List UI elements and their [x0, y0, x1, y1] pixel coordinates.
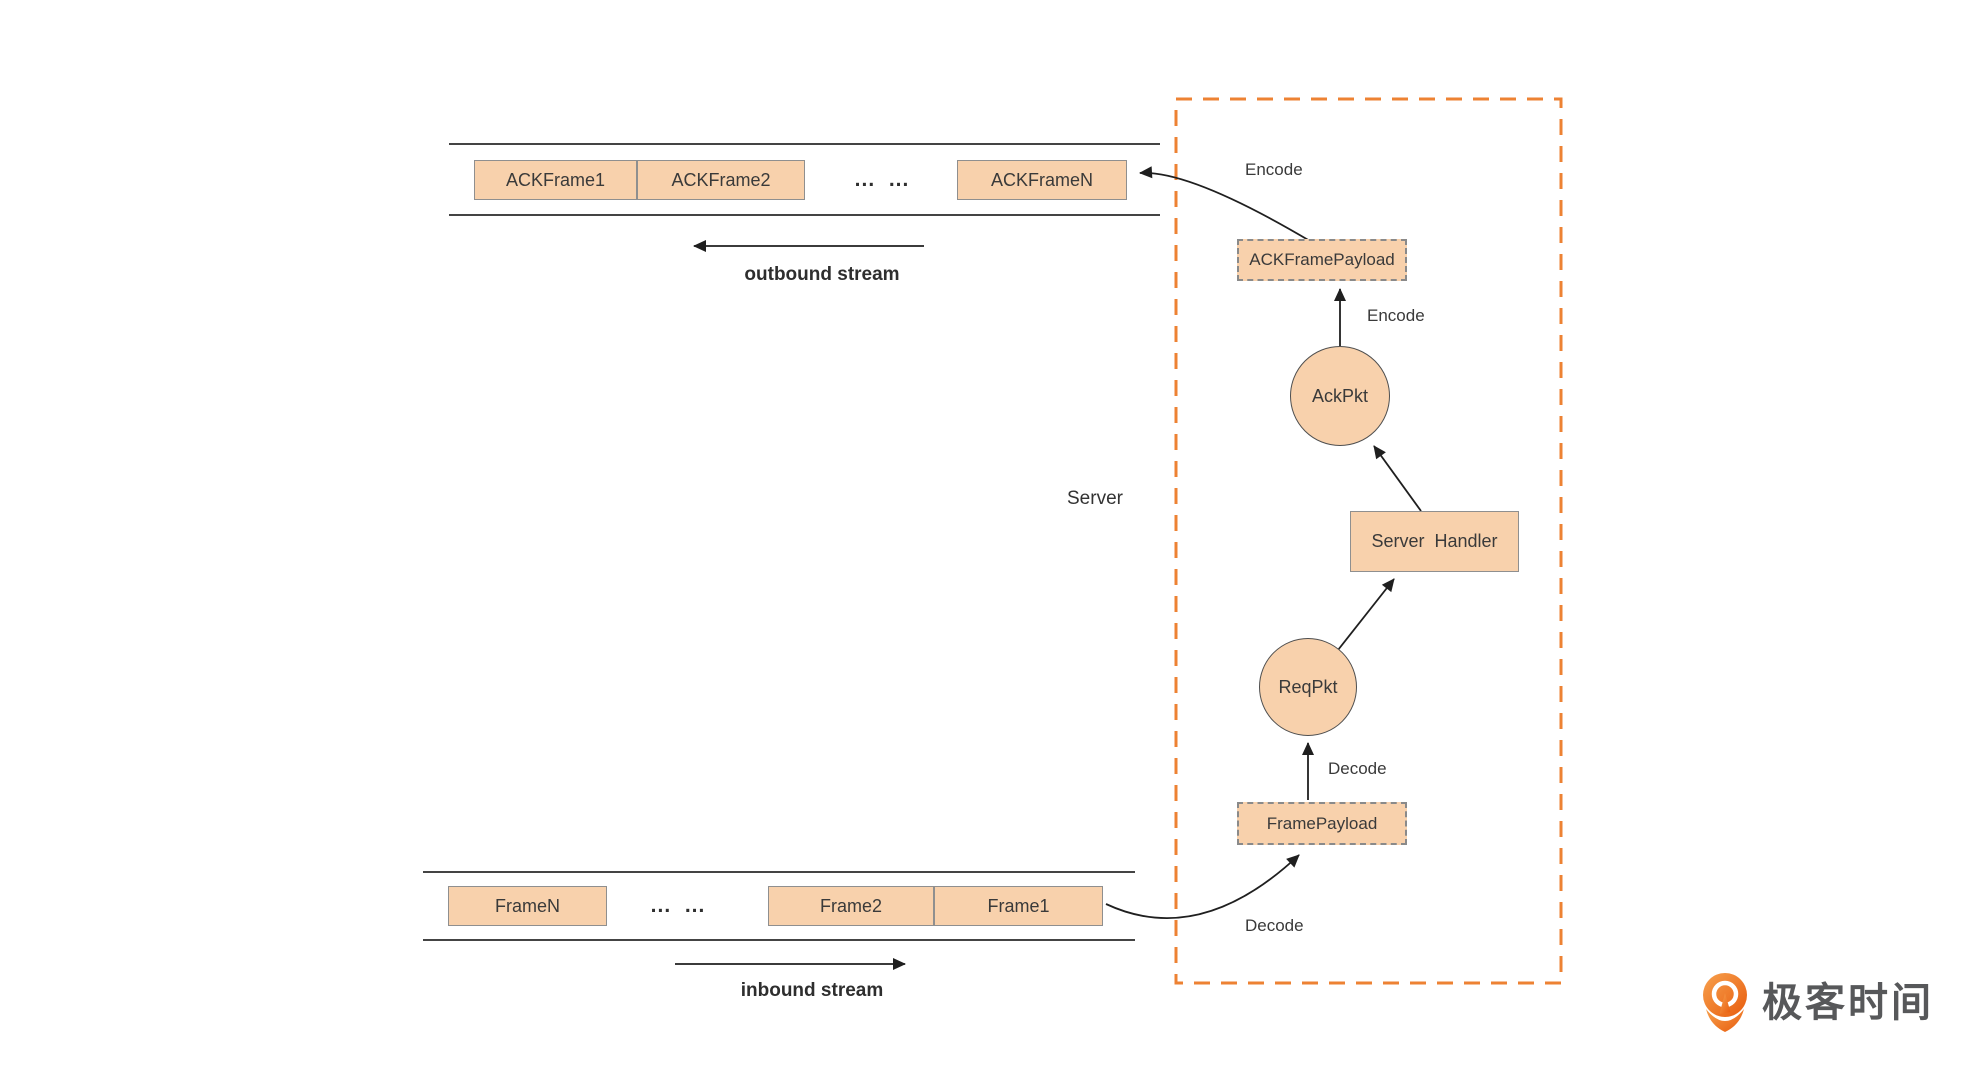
arrow-reqpkt-to-serverhandler	[1337, 578, 1395, 651]
node-frame-payload: FramePayload	[1237, 802, 1407, 845]
node-ack-pkt: AckPkt	[1290, 346, 1390, 446]
label-encode-top: Encode	[1245, 160, 1303, 179]
label-decode-mid: Decode	[1328, 759, 1387, 778]
node-ack-frame-payload: ACKFramePayload	[1237, 239, 1407, 281]
inbound-ellipsis: ... ...	[650, 894, 706, 917]
outbound-ellipsis: ... ...	[854, 168, 910, 191]
label-encode-mid: Encode	[1367, 306, 1425, 325]
arrow-frame1-to-framepayload	[1105, 854, 1300, 920]
frame-box-frame1: Frame1	[934, 886, 1103, 926]
frame-box-ackframe1: ACKFrame1	[474, 160, 637, 200]
geektime-pin-icon	[1703, 973, 1747, 1032]
frame-box-frameN: FrameN	[448, 886, 607, 926]
frame-box-frame2: Frame2	[768, 886, 934, 926]
arrow-serverhandler-to-ackpkt	[1373, 445, 1422, 512]
label-decode-bottom: Decode	[1245, 916, 1304, 935]
node-req-pkt: ReqPkt	[1259, 638, 1357, 736]
node-server-handler: Server Handler	[1350, 511, 1519, 572]
server-region-label: Server	[1067, 488, 1123, 509]
server-boundary-dashed	[1174, 97, 1563, 985]
outbound-stream-label: outbound stream	[744, 264, 900, 285]
inbound-stream-label: inbound stream	[740, 980, 884, 1001]
frame-box-ackframeN: ACKFrameN	[957, 160, 1127, 200]
geektime-logo-text: 极客时间	[1762, 980, 1934, 1026]
geektime-logo: 极客时间	[1700, 972, 1934, 1034]
arrow-ackframepayload-to-ackframeN	[1139, 166, 1311, 242]
frame-box-ackframe2: ACKFrame2	[637, 160, 805, 200]
